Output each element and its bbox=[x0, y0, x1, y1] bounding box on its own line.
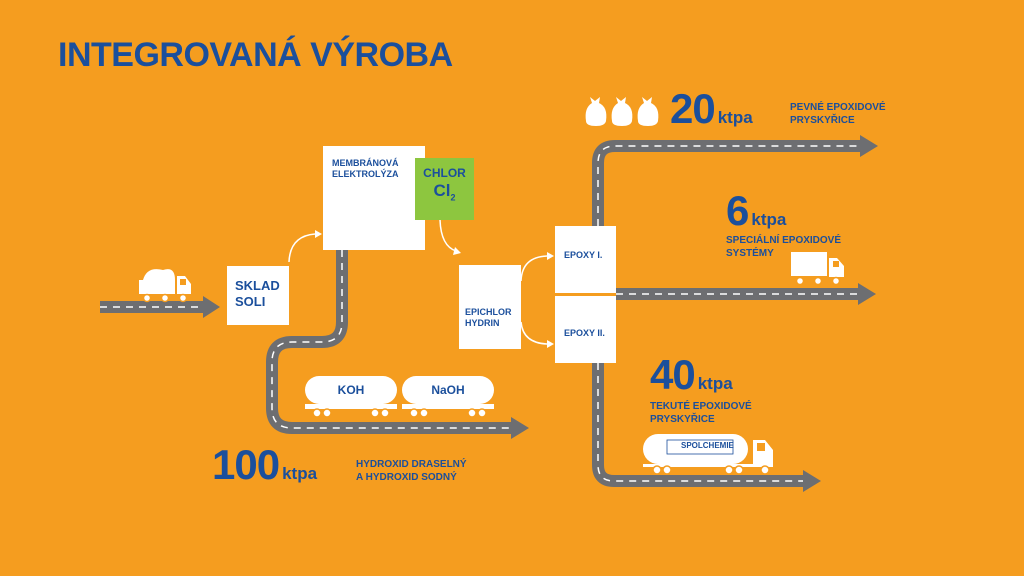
node-epichlorhydrin-label: EPICHLOR HYDRIN bbox=[465, 307, 512, 328]
node-chlor-label: CHLOR bbox=[423, 166, 466, 180]
node-sklad-soli: SKLAD SOLI bbox=[227, 266, 289, 325]
tank-wagon-icon bbox=[305, 376, 397, 418]
stat-hydroxide-value: 100 bbox=[212, 441, 280, 488]
truck-brand-label: SPOLCHEMIE bbox=[681, 441, 734, 450]
tank-label-naoh: NaOH bbox=[431, 383, 465, 397]
arrowhead-liquid bbox=[803, 470, 821, 492]
stat-solid-unit: ktpa bbox=[717, 108, 753, 127]
stat-liquid-unit: ktpa bbox=[697, 374, 733, 393]
truck-icon bbox=[137, 269, 191, 303]
truck-icon bbox=[791, 252, 844, 286]
road-hydroxide bbox=[266, 250, 513, 434]
node-epoxy-2: EPOXY II. bbox=[555, 296, 616, 363]
node-chlor-formula: Cl2 bbox=[415, 181, 474, 202]
arrowhead-special bbox=[858, 283, 876, 305]
stat-hydroxide-label: HYDROXID DRASELNÝ A HYDROXID SODNÝ bbox=[356, 459, 467, 483]
road-liquid-resin bbox=[592, 363, 805, 487]
node-epoxy-1: EPOXY I. bbox=[555, 226, 616, 293]
flow-arrow-chlor bbox=[439, 219, 457, 252]
stat-hydroxide-unit: ktpa bbox=[282, 464, 318, 483]
road-solid-resin bbox=[592, 140, 862, 226]
tank-wagon-icon bbox=[402, 376, 494, 418]
tank-label-koh: KOH bbox=[337, 383, 365, 397]
arrowhead-solid bbox=[860, 135, 878, 157]
stat-liquid-label: TEKUTÉ EPOXIDOVÉ PRYSKYŘICE bbox=[650, 401, 752, 425]
stat-solid-value: 20 bbox=[670, 85, 716, 132]
arrowhead-input bbox=[203, 296, 220, 318]
flow-arrow-epoxy1 bbox=[520, 255, 548, 282]
node-epoxy-1-label: EPOXY I. bbox=[564, 250, 603, 260]
node-chlor: CHLOR Cl2 bbox=[415, 158, 474, 220]
node-sklad-soli-label: SKLAD SOLI bbox=[235, 278, 280, 309]
sack-icon bbox=[637, 97, 659, 126]
flow-arrow-sklad bbox=[288, 233, 316, 263]
chlor-formula-symbol: Cl bbox=[433, 181, 451, 200]
stat-special-value: 6 bbox=[726, 187, 749, 234]
stat-solid-label: PEVNÉ EPOXIDOVÉ PRYSKYŘICE bbox=[790, 102, 886, 126]
node-membranova-elektrolyza-label: MEMBRÁNOVÁ ELEKTROLÝZA bbox=[332, 158, 399, 179]
sack-icon bbox=[611, 97, 633, 126]
chlor-formula-subscript: 2 bbox=[450, 192, 456, 203]
node-epoxy-2-label: EPOXY II. bbox=[564, 328, 605, 338]
node-membranova-elektrolyza: MEMBRÁNOVÁ ELEKTROLÝZA bbox=[323, 146, 425, 250]
stat-special-unit: ktpa bbox=[751, 210, 787, 229]
tanker-truck-icon bbox=[643, 434, 773, 475]
stat-special-label: SPECIÁLNÍ EPOXIDOVÉ SYSTÉMY bbox=[726, 235, 842, 259]
stat-liquid-value: 40 bbox=[650, 351, 696, 398]
flow-arrow-epoxy2 bbox=[520, 321, 548, 345]
page-title: INTEGROVANÁ VÝROBA bbox=[58, 36, 453, 74]
sack-icon bbox=[585, 97, 607, 126]
arrowhead-hydroxide bbox=[511, 417, 529, 439]
node-epichlorhydrin: EPICHLOR HYDRIN bbox=[459, 265, 521, 349]
